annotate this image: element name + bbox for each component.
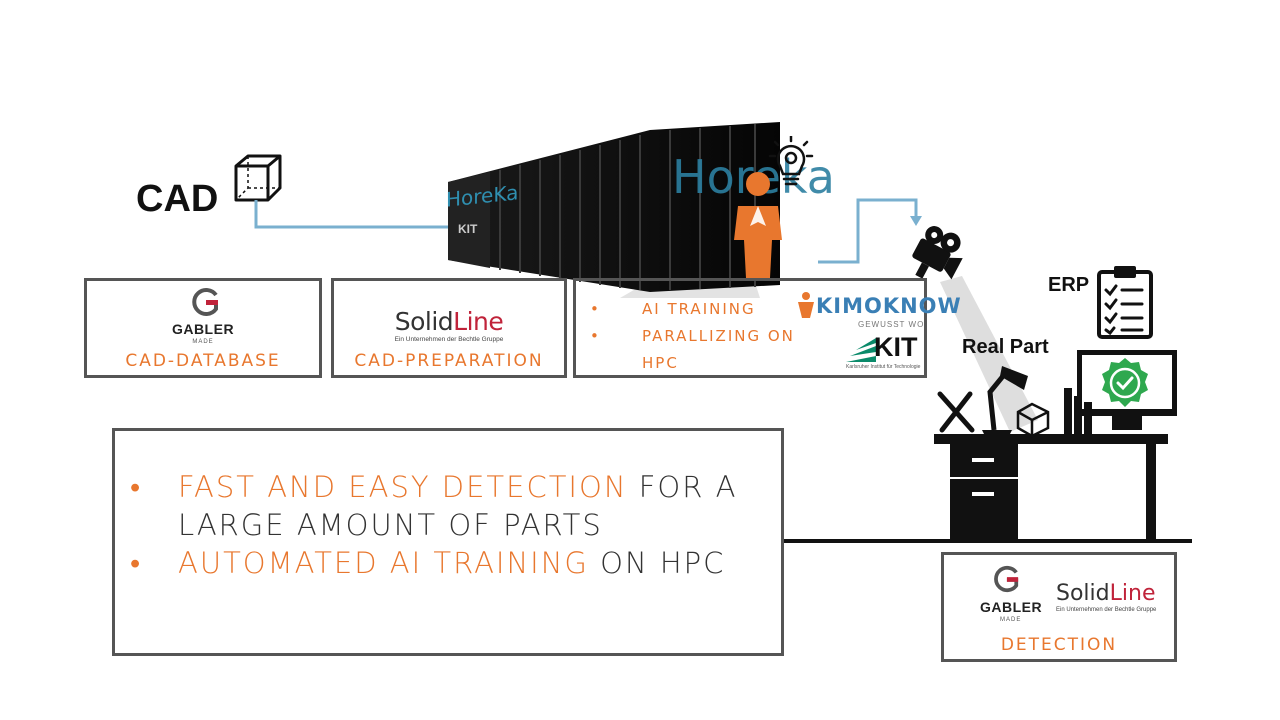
lightbulb-gear-icon — [768, 136, 814, 186]
ai-item-3: HPC — [642, 354, 679, 372]
person-icon — [734, 172, 782, 278]
ai-training-box — [573, 278, 927, 378]
summary-bullet-1-cont: LARGE AMOUNT OF PARTS — [178, 508, 603, 542]
summary-bullet-1: • FAST AND EASY DETECTION FOR A — [130, 470, 738, 504]
cad-preparation-box: SolidLine Ein Unternehmen der Bechtle Gr… — [331, 278, 567, 378]
cad-preparation-caption: CAD-PREPARATION — [354, 351, 544, 371]
gabler-made-text: MADE — [192, 339, 214, 345]
solidline-logo-solid: Solid — [394, 307, 454, 336]
detection-solidline-sub: Ein Unternehmen der Bechtle Gruppe — [1056, 607, 1157, 613]
clipboard-checklist-icon — [1097, 266, 1153, 339]
kimoknow-sub-text: GEWUSST WO — [858, 320, 925, 329]
cad-database-box: GABLER MADE CAD-DATABASE — [84, 278, 322, 378]
summary-bullet-2: • AUTOMATED AI TRAINING ON HPC — [130, 546, 726, 580]
kimoknow-logo-icon — [798, 292, 814, 318]
kit-side-badge: KIT — [458, 222, 478, 236]
cad-label: CAD — [136, 178, 219, 220]
ai-item-2: •PARALLIZING ON — [590, 327, 795, 345]
kimoknow-logo-text: KIMOKNOW — [816, 294, 962, 318]
detection-gabler-text: GABLER — [980, 599, 1043, 615]
badge-check-icon — [1102, 358, 1148, 407]
gabler-logo-icon — [192, 288, 218, 316]
solidline-logo: SolidLine — [334, 307, 564, 336]
lamp-icon — [982, 366, 1028, 434]
kit-logo-text: KIT — [874, 332, 918, 362]
tools-icon — [937, 391, 975, 433]
real-part-label: Real Part — [962, 336, 1049, 358]
solidline-logo-line: Line — [453, 307, 504, 336]
kit-logo-icon — [846, 338, 876, 362]
erp-label: ERP — [1048, 274, 1090, 296]
summary-bullets: • FAST AND EASY DETECTION FOR A LARGE AM… — [130, 468, 737, 582]
detection-box: GABLER MADE SolidLine Ein Unternehmen de… — [941, 552, 1177, 662]
camera-icon — [912, 226, 963, 280]
kit-logo-sub: Karlsruher Institut für Technologie — [846, 364, 921, 370]
summary-box — [112, 428, 784, 656]
cube-icon — [234, 154, 282, 202]
supercomputer-image — [448, 122, 780, 292]
detection-caption: DETECTION — [1000, 635, 1118, 655]
ai-training-list: •AI TRAINING •PARALLIZING ON HPC — [590, 296, 795, 377]
cad-database-caption: CAD-DATABASE — [125, 351, 281, 371]
ai-item-1: •AI TRAINING — [590, 300, 756, 318]
detection-gabler-made: MADE — [1000, 617, 1022, 623]
solidline-subtitle: Ein Unternehmen der Bechtle Gruppe — [394, 336, 504, 343]
gabler-logo-text: GABLER — [171, 321, 235, 337]
detection-solidline-logo: SolidLine — [1056, 581, 1156, 606]
gabler-logo-icon — [994, 565, 1019, 593]
